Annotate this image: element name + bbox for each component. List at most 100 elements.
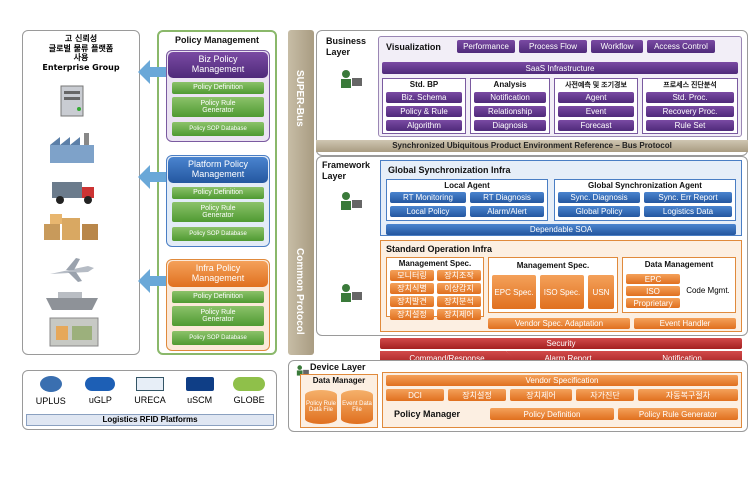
- alarm-alert-button[interactable]: Alarm/Alert: [470, 206, 544, 217]
- rt-monitoring-button[interactable]: RT Monitoring: [390, 192, 466, 203]
- device-policy-rule-generator-button[interactable]: Policy Rule Generator: [618, 408, 738, 420]
- title-line: Enterprise Group: [42, 62, 120, 72]
- std-bp-title: Std. BP: [409, 80, 439, 89]
- sync-diagnosis-button[interactable]: Sync. Diagnosis: [558, 192, 640, 203]
- event-button[interactable]: Event: [558, 106, 634, 117]
- uglp-logo-icon: [85, 377, 116, 391]
- forecast-title: 사전예측 및 조기경보: [565, 82, 627, 89]
- user-computer-icon: [341, 284, 362, 302]
- device-policy-definition-button[interactable]: Policy Definition: [490, 408, 614, 420]
- self-diagnosis-button[interactable]: 자가진단: [576, 389, 634, 401]
- arrow-infra-icon: [138, 269, 168, 293]
- platform-policy-definition[interactable]: Policy Definition: [172, 187, 264, 199]
- auto-recovery-button[interactable]: 자동복구절차: [638, 389, 738, 401]
- saas-infrastructure-bar[interactable]: SaaS Infrastructure: [382, 62, 738, 74]
- dependable-soa-bar[interactable]: Dependable SOA: [386, 224, 736, 235]
- performance-button[interactable]: Performance: [457, 40, 515, 53]
- mgmt-spec-1-title: Management Spec.: [398, 259, 472, 268]
- forecast-button[interactable]: Forecast: [558, 120, 634, 131]
- policy-management-title: Policy Management: [174, 35, 260, 45]
- workflow-button[interactable]: Workflow: [591, 40, 643, 53]
- platform-name: URECA: [134, 395, 166, 405]
- policy-rule-button[interactable]: Policy & Rule: [386, 106, 462, 117]
- soi-title: Standard Operation Infra: [386, 244, 493, 254]
- global-agent-title: Global Synchronization Agent: [588, 181, 702, 190]
- mgmt-item[interactable]: 장치식별: [390, 283, 434, 294]
- notification-button[interactable]: Notification: [474, 92, 546, 103]
- infra-policy-sop-database[interactable]: Policy SOP Database: [172, 331, 264, 345]
- platform-uglp[interactable]: uGLP: [77, 376, 123, 410]
- security-bar[interactable]: Security: [380, 338, 742, 349]
- platform-policy-management-header[interactable]: Platform Policy Management: [168, 157, 268, 183]
- factory-icon: [50, 133, 94, 163]
- platform-name: uSCM: [187, 395, 213, 405]
- rule-set-button[interactable]: Rule Set: [646, 120, 734, 131]
- framework-layer-label: Framework Layer: [322, 160, 371, 181]
- platform-uplus[interactable]: UPLUS: [28, 376, 74, 410]
- device-control-button[interactable]: 장치제어: [510, 389, 572, 401]
- device-setting-button[interactable]: 장치설정: [448, 389, 506, 401]
- sync-bus-protocol-bar: Synchronized Ubiquitous Product Environm…: [316, 140, 748, 152]
- relationship-button[interactable]: Relationship: [474, 106, 546, 117]
- sync-err-report-button[interactable]: Sync. Err Report: [644, 192, 732, 203]
- epc-data-button[interactable]: EPC: [626, 274, 680, 284]
- mgmt-item[interactable]: 장치제어: [437, 309, 481, 320]
- diagnosis-button[interactable]: Diagnosis: [474, 120, 546, 131]
- uscm-logo-icon: [185, 377, 214, 391]
- platform-policy-rule-generator[interactable]: Policy Rule Generator: [172, 202, 264, 222]
- user-computer-icon: [341, 70, 362, 88]
- agent-button[interactable]: Agent: [558, 92, 634, 103]
- platform-ureca[interactable]: URECA: [127, 376, 173, 410]
- mgmt-item[interactable]: 이상감지: [437, 283, 481, 294]
- user-computer-icon: [341, 192, 362, 210]
- mgmt-item[interactable]: 장치설정: [390, 309, 434, 320]
- biz-policy-definition[interactable]: Policy Definition: [172, 82, 264, 94]
- process-diagnosis-title: 프로세스 진단분석: [663, 82, 717, 89]
- arrow-biz-icon: [138, 60, 168, 84]
- proprietary-data-button[interactable]: Proprietary: [626, 298, 680, 308]
- platform-uscm[interactable]: uSCM: [177, 376, 223, 410]
- global-policy-button[interactable]: Global Policy: [558, 206, 640, 217]
- platform-policy-sop-database[interactable]: Policy SOP Database: [172, 227, 264, 241]
- platforms-title-bar: Logistics RFID Platforms: [26, 414, 274, 426]
- mgmt-item[interactable]: 모니터링: [390, 270, 434, 281]
- infra-policy-management-header[interactable]: Infra Policy Management: [168, 261, 268, 287]
- title-line: 사용: [73, 53, 89, 63]
- local-agent-title: Local Agent: [444, 181, 490, 190]
- vendor-specification-bar[interactable]: Vendor Specification: [386, 375, 738, 386]
- std-proc-button[interactable]: Std. Proc.: [646, 92, 734, 103]
- recovery-proc-button[interactable]: Recovery Proc.: [646, 106, 734, 117]
- epc-spec-button[interactable]: EPC Spec.: [492, 275, 536, 309]
- iso-spec-button[interactable]: ISO Spec.: [540, 275, 584, 309]
- mgmt-item[interactable]: 장치분석: [437, 296, 481, 307]
- boxes-icon: [44, 214, 98, 240]
- title-line: 고 신뢰성: [64, 34, 98, 43]
- process-flow-button[interactable]: Process Flow: [519, 40, 587, 53]
- dci-button[interactable]: DCI: [386, 389, 444, 401]
- infra-policy-rule-generator[interactable]: Policy Rule Generator: [172, 306, 264, 326]
- biz-schema-button[interactable]: Biz. Schema: [386, 92, 462, 103]
- local-policy-button[interactable]: Local Policy: [390, 206, 466, 217]
- truck-icon: [52, 182, 94, 204]
- algorithm-button[interactable]: Algorithm: [386, 120, 462, 131]
- access-control-button[interactable]: Access Control: [647, 40, 715, 53]
- event-handler-bar[interactable]: Event Handler: [634, 318, 736, 329]
- server-icon: [60, 85, 84, 117]
- vendor-spec-adaptation-bar[interactable]: Vendor Spec. Adaptation: [488, 318, 630, 329]
- usn-button[interactable]: USN: [588, 275, 614, 309]
- data-manager-title: Data Manager: [312, 376, 366, 385]
- mgmt-item[interactable]: 장치조작: [437, 270, 481, 281]
- biz-policy-sop-database[interactable]: Policy SOP Database: [172, 122, 264, 136]
- infra-policy-definition[interactable]: Policy Definition: [172, 291, 264, 303]
- platform-name: UPLUS: [35, 396, 66, 406]
- rt-diagnosis-button[interactable]: RT Diagnosis: [470, 192, 544, 203]
- device-layer-label: Device Layer: [310, 362, 366, 372]
- biz-policy-management-header[interactable]: Biz Policy Management: [168, 52, 268, 78]
- title-line: 글로벌 물류 플랫폼: [48, 43, 114, 53]
- biz-policy-rule-generator[interactable]: Policy Rule Generator: [172, 97, 264, 117]
- policy-rule-db-icon: Policy Rule Data File: [305, 390, 337, 424]
- iso-data-button[interactable]: ISO: [626, 286, 680, 296]
- logistics-data-button[interactable]: Logistics Data: [644, 206, 732, 217]
- platform-globe[interactable]: GLOBE: [226, 376, 272, 410]
- mgmt-item[interactable]: 장치발견: [390, 296, 434, 307]
